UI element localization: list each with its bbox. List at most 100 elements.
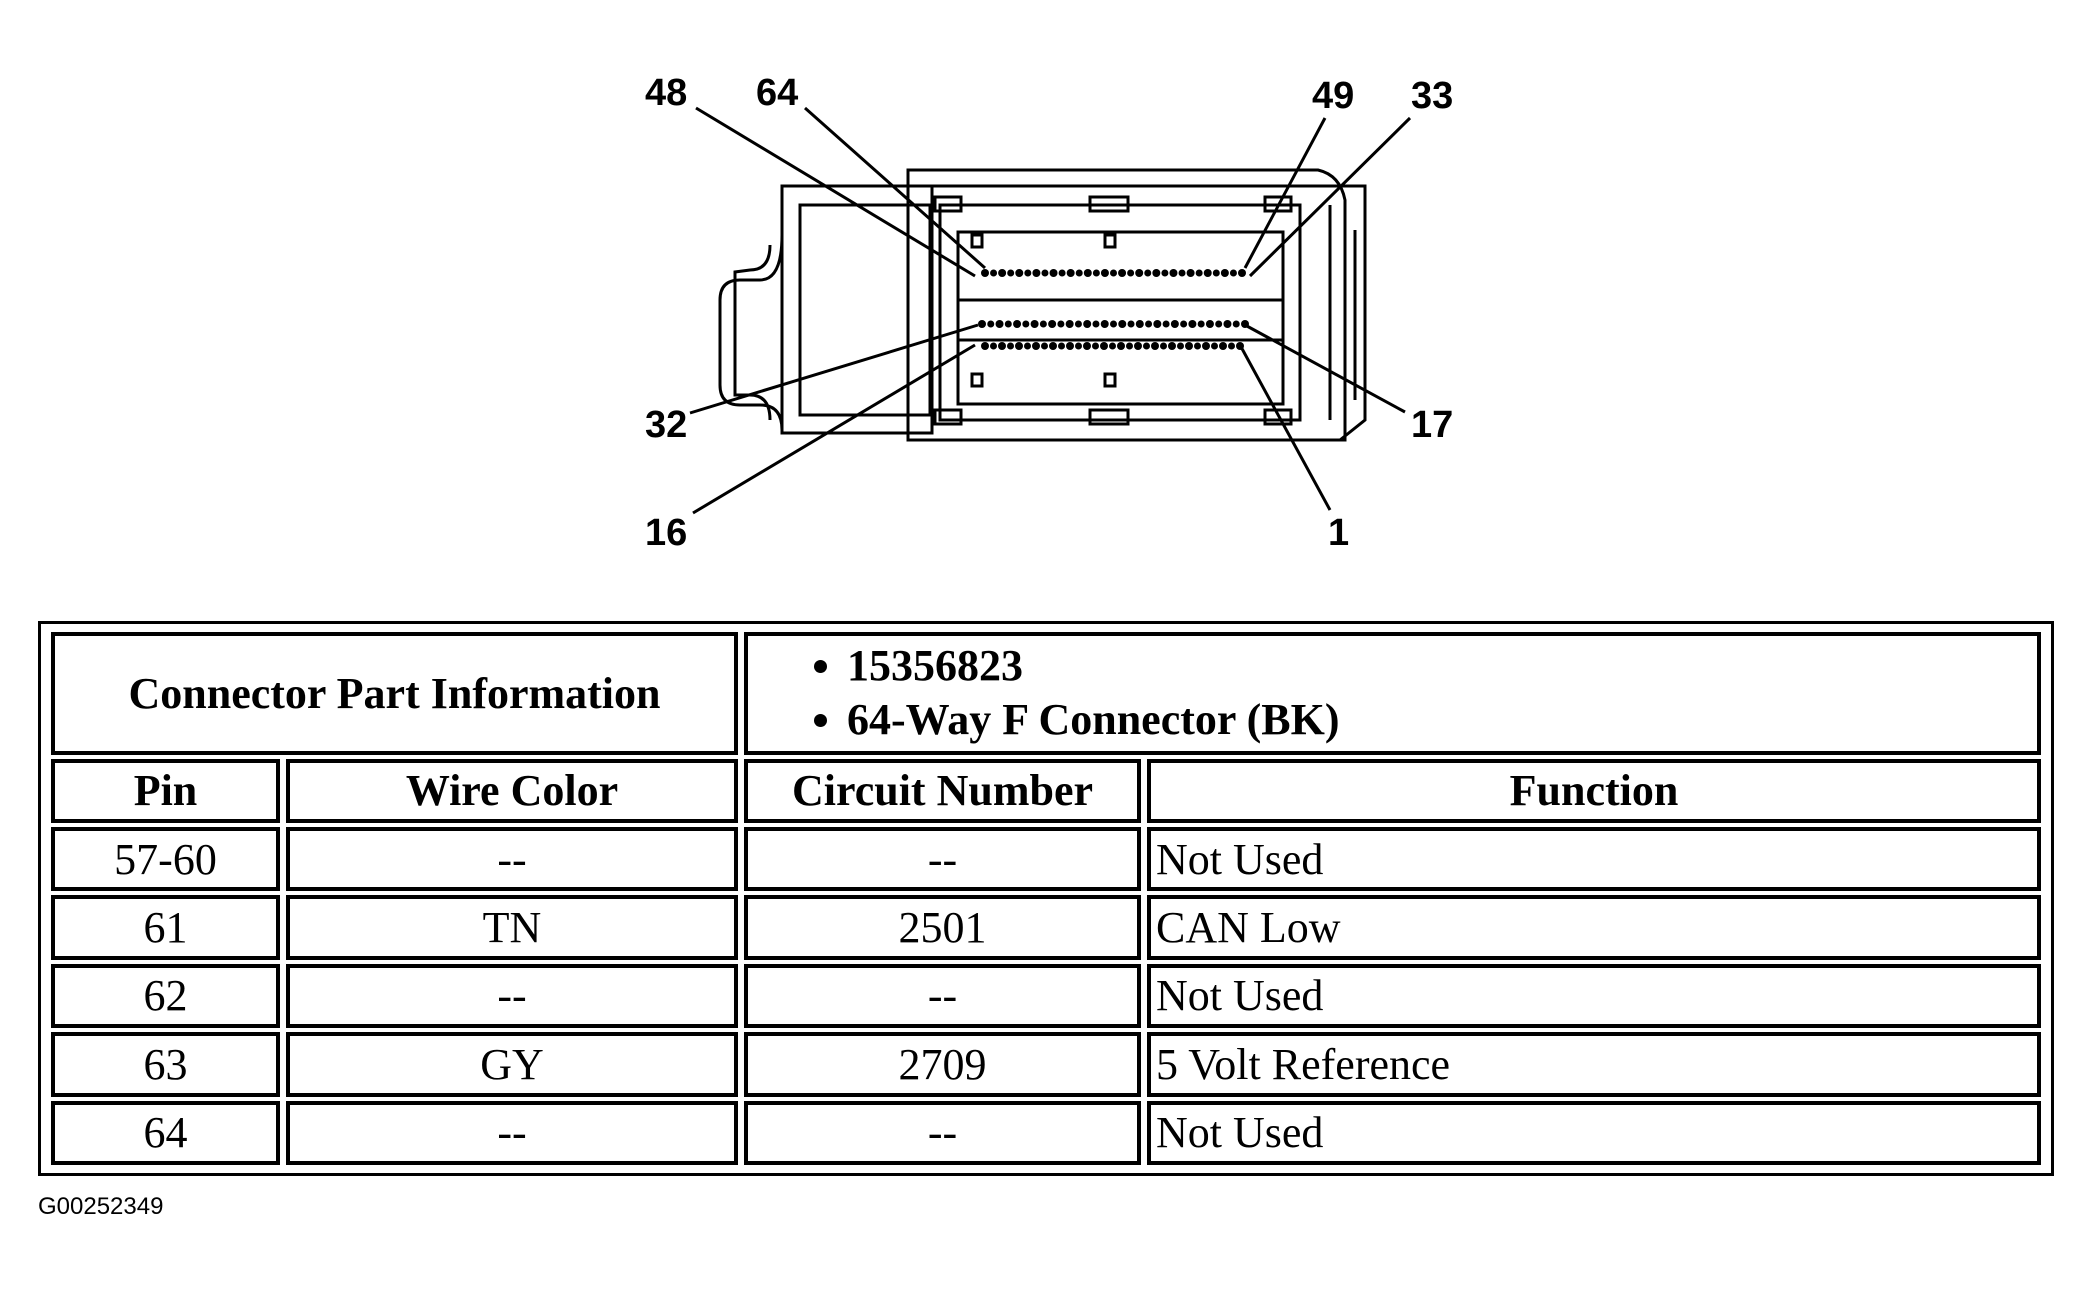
- pin-cell: 63: [51, 1032, 280, 1097]
- connector-pin: [1066, 269, 1075, 277]
- connector-pin: [1118, 269, 1127, 277]
- callout-33: 33: [1411, 75, 1453, 117]
- pin-array: [978, 269, 1249, 350]
- connector-pin: [1022, 320, 1030, 328]
- function-cell: CAN Low: [1147, 895, 2041, 960]
- header-circuit-number: Circuit Number: [744, 758, 1141, 823]
- connector-pin: [1238, 269, 1246, 277]
- connector-pin: [1083, 342, 1091, 350]
- connector-pin: [981, 342, 989, 350]
- connector-pin: [1092, 342, 1099, 350]
- connector-pin: [1144, 269, 1152, 277]
- header-row: Pin Wire Color Circuit Number Function: [51, 758, 2041, 823]
- connector-pin: [1215, 320, 1223, 328]
- callout-16: 16: [645, 512, 687, 554]
- table-row: 61 TN 2501 CAN Low: [51, 895, 2041, 960]
- connector-pin: [978, 320, 986, 328]
- connector-pin: [1024, 342, 1031, 350]
- leader-lines: [689, 106, 1412, 515]
- connector-pin: [1066, 342, 1074, 350]
- connector-pin: [1211, 342, 1218, 350]
- callout-49: 49: [1312, 75, 1354, 117]
- connector-pin: [981, 269, 989, 277]
- connector-pin: [1162, 320, 1170, 328]
- connector-pin: [1188, 320, 1197, 328]
- connector-pin: [1100, 342, 1108, 350]
- connector-pin: [1100, 320, 1109, 328]
- connector-pin: [1194, 342, 1201, 350]
- connector-pin: [1220, 269, 1229, 277]
- connector-pin: [1205, 320, 1214, 328]
- callout-32: 32: [645, 404, 687, 446]
- connector-pin: [1074, 320, 1082, 328]
- connector-pin: [1212, 269, 1220, 277]
- connector-pin: [1197, 320, 1205, 328]
- circuit-cell: --: [744, 963, 1141, 1029]
- header-function: Function: [1147, 758, 2041, 823]
- connector-pin: [1092, 320, 1100, 328]
- connector-pin: [1058, 269, 1066, 277]
- connector-pin: [1135, 269, 1144, 277]
- connector-pin: [1232, 320, 1240, 328]
- connector-pin: [1127, 320, 1135, 328]
- connector-pin: [1177, 342, 1184, 350]
- connector-pin: [1083, 320, 1092, 328]
- header-wire-color: Wire Color: [286, 758, 738, 823]
- table-row: 63 GY 2709 5 Volt Reference: [51, 1032, 2041, 1097]
- connector-pin: [1223, 320, 1232, 328]
- connector-pin: [1145, 320, 1153, 328]
- connector-pin: [1229, 269, 1237, 277]
- connector-pin: [1015, 342, 1023, 350]
- connector-pin: [1160, 342, 1167, 350]
- connector-pin: [1075, 269, 1083, 277]
- connector-pin: [1032, 342, 1040, 350]
- wire-color-cell: --: [286, 963, 738, 1029]
- connector-pin: [1170, 320, 1179, 328]
- connector-description: 64-Way F Connector (BK): [847, 693, 2032, 747]
- connector-pin: [1024, 269, 1032, 277]
- connector-pin: [995, 320, 1004, 328]
- connector-pin: [1083, 269, 1092, 277]
- connector-pin: [1151, 342, 1159, 350]
- connector-pin: [1041, 269, 1049, 277]
- wire-color-cell: --: [286, 1100, 738, 1165]
- table-row: 64 -- -- Not Used: [51, 1100, 2041, 1165]
- connector-pin: [1153, 320, 1162, 328]
- circuit-cell: 2501: [744, 895, 1141, 960]
- connector-pin: [1203, 269, 1212, 277]
- wire-color-cell: TN: [286, 895, 738, 960]
- part-info-details: 15356823 64-Way F Connector (BK): [744, 632, 2041, 755]
- connector-pin: [1178, 269, 1186, 277]
- connector-pin: [1065, 320, 1074, 328]
- connector-pin: [990, 342, 997, 350]
- connector-pin: [1049, 269, 1058, 277]
- connector-pin: [1186, 269, 1195, 277]
- connector-pin: [1118, 320, 1127, 328]
- connector-pin: [1127, 269, 1135, 277]
- callout-17: 17: [1411, 404, 1453, 446]
- connector-pin: [1168, 342, 1176, 350]
- connector-table: Connector Part Information 15356823 64-W…: [45, 628, 2047, 1169]
- connector-pin: [1152, 269, 1161, 277]
- connector-pin: [998, 269, 1007, 277]
- connector-pin: [1058, 342, 1065, 350]
- pin-cell: 62: [51, 963, 280, 1029]
- connector-pin: [1007, 269, 1015, 277]
- connector-pin: [1007, 342, 1014, 350]
- connector-pin: [1004, 320, 1012, 328]
- connector-pin: [1143, 342, 1150, 350]
- wire-color-cell: --: [286, 826, 738, 892]
- callout-64: 64: [756, 72, 798, 114]
- connector-pin: [1126, 342, 1133, 350]
- connector-table-frame: Connector Part Information 15356823 64-W…: [38, 621, 2054, 1176]
- connector-pin: [1030, 320, 1039, 328]
- connector-pin: [1180, 320, 1188, 328]
- connector-pin: [1169, 269, 1178, 277]
- table-row: 57-60 -- -- Not Used: [51, 826, 2041, 892]
- connector-pin: [987, 320, 995, 328]
- callout-48: 48: [645, 72, 687, 114]
- connector-pin: [1100, 269, 1109, 277]
- connector-pin: [1219, 342, 1227, 350]
- pin-cell: 61: [51, 895, 280, 960]
